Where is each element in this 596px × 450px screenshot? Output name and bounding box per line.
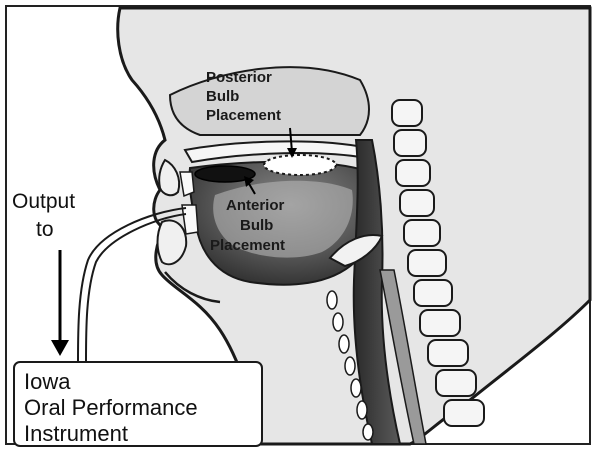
anterior-label-line-2: Bulb bbox=[240, 217, 273, 234]
posterior-bulb bbox=[264, 155, 336, 175]
anterior-label-line-1: Anterior bbox=[226, 197, 285, 214]
posterior-label-line-2: Bulb bbox=[206, 88, 239, 105]
posterior-label-line-3: Placement bbox=[206, 107, 281, 124]
device-label-line-1: Iowa bbox=[24, 369, 71, 394]
device-label-line-3: Instrument bbox=[24, 421, 128, 446]
output-arrow-head bbox=[51, 340, 69, 356]
posterior-label-line-1: Posterior bbox=[206, 69, 272, 86]
output-label: Output to bbox=[12, 190, 81, 241]
output-label-line-2: to bbox=[36, 218, 54, 241]
anterior-label-line-3: Placement bbox=[210, 237, 285, 254]
output-label-line-1: Output bbox=[12, 190, 75, 213]
device-label-line-2: Oral Performance bbox=[24, 395, 198, 420]
